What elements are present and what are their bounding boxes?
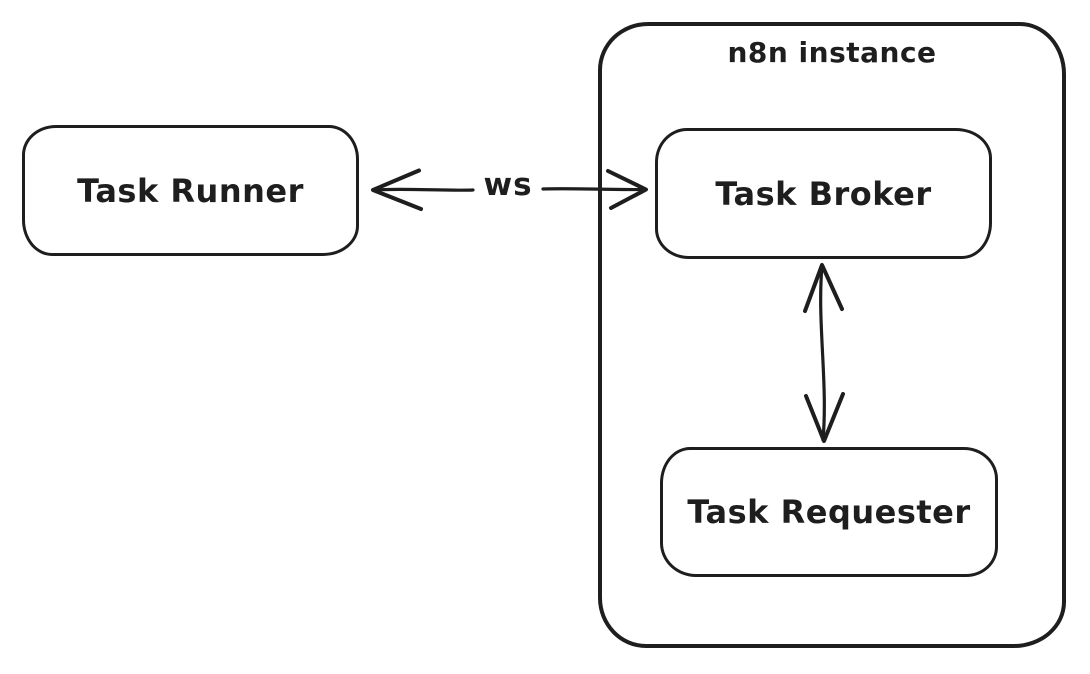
task-requester-node: Task Requester bbox=[660, 447, 998, 577]
task-runner-node: Task Runner bbox=[22, 125, 359, 256]
n8n-instance-container bbox=[598, 22, 1066, 648]
n8n-instance-title: n8n instance bbox=[727, 36, 937, 69]
task-broker-label: Task Broker bbox=[715, 174, 932, 213]
task-runner-label: Task Runner bbox=[77, 171, 304, 210]
task-requester-label: Task Requester bbox=[687, 493, 971, 531]
ws-edge-label: ws bbox=[476, 167, 540, 203]
task-broker-node: Task Broker bbox=[655, 128, 992, 259]
